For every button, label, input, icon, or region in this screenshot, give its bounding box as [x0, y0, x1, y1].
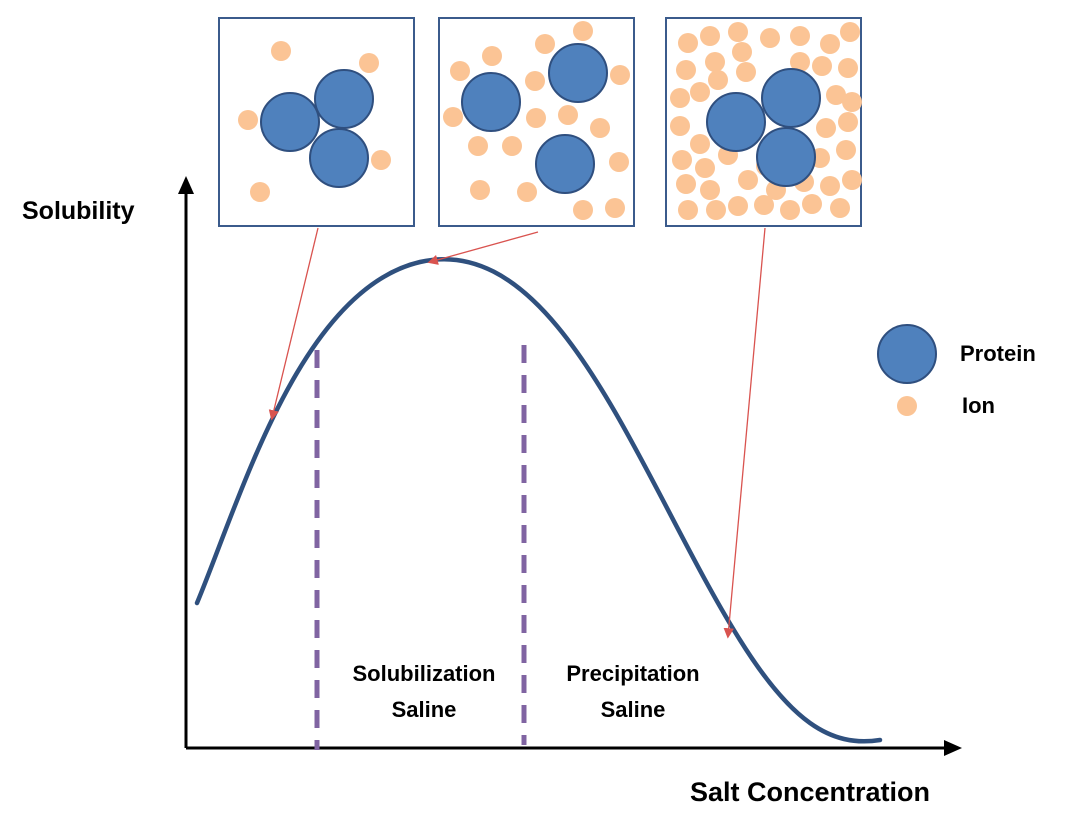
legend-ion-label: Ion	[962, 393, 995, 418]
ion-particle	[830, 198, 850, 218]
ion-particle	[842, 92, 862, 112]
ion-particle	[700, 180, 720, 200]
ion-particle	[826, 85, 846, 105]
ion-particle	[573, 21, 593, 41]
ion-particle	[816, 118, 836, 138]
protein-molecule	[309, 128, 369, 188]
ion-particle	[468, 136, 488, 156]
inset-low-salt	[218, 17, 415, 227]
x-axis-arrowhead	[944, 740, 962, 756]
ion-particle	[842, 170, 862, 190]
y-axis-arrowhead	[178, 176, 194, 194]
protein-molecule	[314, 69, 374, 129]
protein-molecule	[548, 43, 608, 103]
ion-particle	[780, 200, 800, 220]
protein-molecule	[761, 68, 821, 128]
ion-particle	[672, 150, 692, 170]
ion-particle	[695, 158, 715, 178]
precipitation-region-label: Precipitation Saline	[533, 656, 733, 728]
ion-particle	[517, 182, 537, 202]
legend-ion-symbol	[897, 396, 917, 416]
ion-particle	[670, 88, 690, 108]
ion-particle	[690, 82, 710, 102]
ion-particle	[840, 22, 860, 42]
ion-particle	[728, 196, 748, 216]
ion-particle	[526, 108, 546, 128]
ion-particle	[838, 112, 858, 132]
ion-particle	[690, 134, 710, 154]
protein-molecule	[706, 92, 766, 152]
ion-particle	[605, 198, 625, 218]
ion-particle	[790, 52, 810, 72]
pointer-arrow-low-salt	[268, 227, 319, 421]
ion-particle	[836, 140, 856, 160]
protein-molecule	[756, 127, 816, 187]
ion-particle	[802, 194, 822, 214]
solubilization-label-line1: Solubilization	[352, 661, 496, 686]
precipitation-label-line2: Saline	[600, 697, 666, 722]
solubilization-region-label: Solubilization Saline	[324, 656, 524, 728]
x-axis-label: Salt Concentration	[690, 777, 931, 807]
ion-particle	[790, 26, 810, 46]
ion-particle	[535, 34, 555, 54]
ion-particle	[820, 34, 840, 54]
ion-particle	[736, 62, 756, 82]
ion-particle	[812, 56, 832, 76]
ion-particle	[678, 33, 698, 53]
ion-particle	[678, 200, 698, 220]
ion-particle	[558, 105, 578, 125]
ion-particle	[609, 152, 629, 172]
ion-particle	[573, 200, 593, 220]
ion-particle	[676, 60, 696, 80]
axes	[178, 176, 962, 756]
pointer-arrow-high-salt	[723, 227, 766, 639]
ion-particle	[754, 195, 774, 215]
ion-particle	[738, 170, 758, 190]
ion-particle	[610, 65, 630, 85]
inset-optimal-salt	[438, 17, 635, 227]
ion-particle	[450, 61, 470, 81]
ion-particle	[728, 22, 748, 42]
ion-particle	[708, 70, 728, 90]
protein-molecule	[461, 72, 521, 132]
ion-particle	[820, 176, 840, 196]
ion-particle	[443, 107, 463, 127]
precipitation-label-line1: Precipitation	[566, 661, 700, 686]
ion-particle	[700, 26, 720, 46]
ion-particle	[732, 42, 752, 62]
ion-particle	[238, 110, 258, 130]
ion-particle	[250, 182, 270, 202]
legend-protein-symbol	[877, 324, 937, 384]
ion-particle	[670, 116, 690, 136]
solubilization-label-line2: Saline	[391, 697, 457, 722]
ion-particle	[590, 118, 610, 138]
ion-particle	[470, 180, 490, 200]
ion-particle	[502, 136, 522, 156]
ion-particle	[676, 174, 696, 194]
ion-particle	[359, 53, 379, 73]
ion-particle	[760, 28, 780, 48]
ion-particle	[482, 46, 502, 66]
y-axis-label: Solubility	[22, 197, 135, 225]
legend-protein-label: Protein	[960, 341, 1036, 366]
inset-high-salt	[665, 17, 862, 227]
ion-particle	[525, 71, 545, 91]
ion-particle	[271, 41, 291, 61]
ion-particle	[706, 200, 726, 220]
ion-particle	[838, 58, 858, 78]
protein-molecule	[535, 134, 595, 194]
pointer-arrow-optimal-salt	[427, 231, 539, 265]
protein-molecule	[260, 92, 320, 152]
ion-particle	[371, 150, 391, 170]
ion-particle	[705, 52, 725, 72]
